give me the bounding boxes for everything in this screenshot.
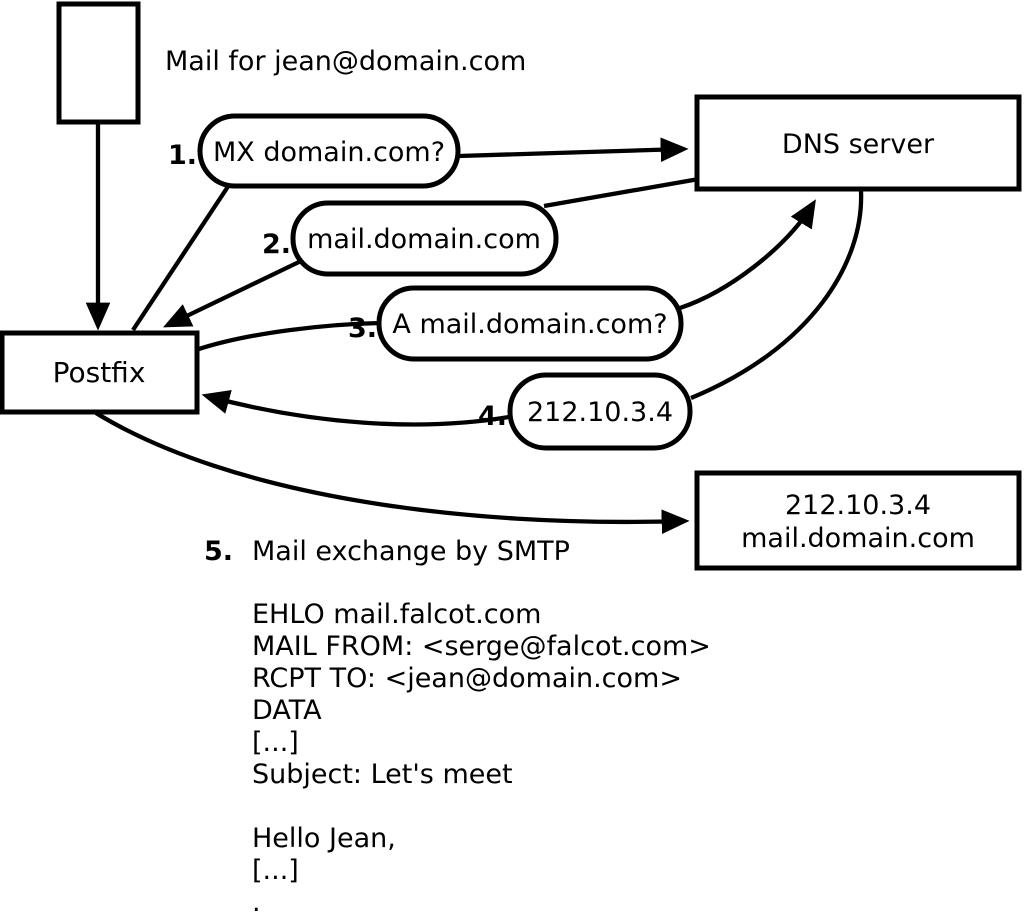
smtp-line-1: MAIL FROM: <serge@falcot.com>	[252, 631, 711, 662]
line-dns-to-step2	[543, 176, 700, 209]
mail-server-ip-label: 212.10.3.4	[785, 490, 931, 521]
smtp-line-0: EHLO mail.falcot.com	[252, 599, 541, 630]
step1-number: 1.	[168, 140, 197, 171]
line-postfix-to-step3	[195, 320, 382, 353]
arrow-step1-to-dns	[458, 137, 689, 162]
postfix-label: Postfix	[53, 356, 146, 389]
step3-label: A mail.domain.com?	[392, 309, 667, 340]
step1-label: MX domain.com?	[213, 137, 445, 168]
smtp-line-4: [...]	[252, 727, 299, 758]
postfix-box	[0, 330, 200, 415]
arrow-step2-to-postfix	[162, 259, 302, 328]
mail-server-box	[694, 470, 1022, 571]
mail-server-host-label: mail.domain.com	[741, 523, 975, 554]
smtp-line-9: .	[252, 887, 261, 918]
arrow-postfix-to-mail-server	[94, 411, 690, 534]
step3-pill	[376, 285, 684, 362]
arrow-step4-to-postfix	[201, 389, 510, 427]
step5-label: Mail exchange by SMTP	[252, 536, 570, 567]
smtp-line-3: DATA	[252, 695, 322, 726]
dns-server-label: DNS server	[782, 129, 935, 160]
step4-label: 212.10.3.4	[527, 397, 673, 428]
mail-for-label: Mail for jean@domain.com	[165, 46, 526, 77]
arrow-step3-to-dns	[679, 199, 816, 311]
step2-label: mail.domain.com	[307, 224, 541, 255]
step3-number: 3.	[348, 313, 377, 344]
line-postfix-to-step1	[131, 183, 231, 332]
smtp-line-7: Hello Jean,	[252, 823, 396, 854]
smtp-line-2: RCPT TO: <jean@domain.com>	[252, 663, 682, 694]
step5-number: 5.	[204, 536, 233, 567]
step2-pill	[290, 200, 559, 277]
step2-number: 2.	[262, 229, 291, 260]
step4-pill	[507, 372, 693, 451]
step1-pill	[197, 113, 461, 189]
smtp-line-8: [...]	[252, 855, 299, 886]
smtp-line-5: Subject: Let's meet	[252, 759, 513, 790]
step4-number: 4.	[478, 401, 507, 432]
line-dns-to-step4	[690, 190, 864, 400]
dns-server-box	[694, 94, 1022, 192]
mail-message-node	[56, 1, 141, 125]
